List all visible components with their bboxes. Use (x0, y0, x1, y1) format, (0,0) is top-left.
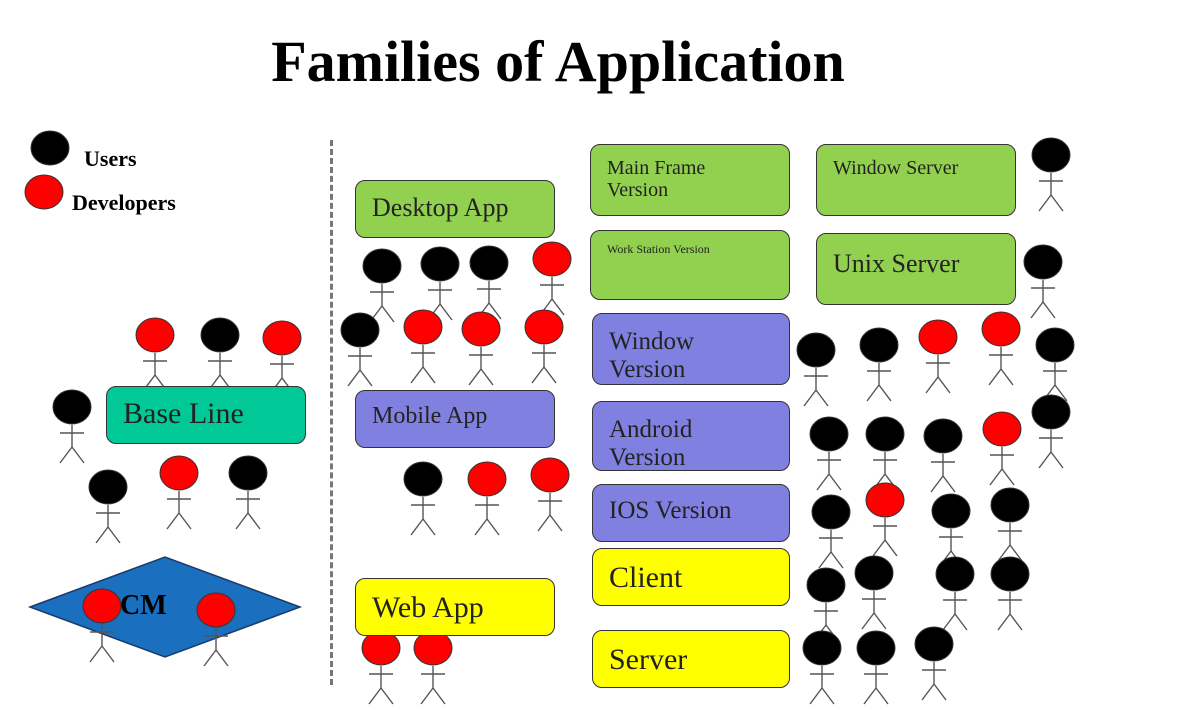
developer-figure-icon (82, 588, 122, 663)
user-figure-icon (931, 493, 971, 568)
android-version-label: Android Version (609, 416, 693, 471)
user-figure-icon (856, 630, 896, 705)
user-figure-icon (802, 630, 842, 705)
user-figure-icon (88, 469, 128, 544)
developer-figure-icon (532, 241, 572, 316)
developer-figure-icon (524, 309, 564, 384)
developer-figure-icon (467, 461, 507, 536)
server-box: Server (592, 630, 790, 688)
client-box: Client (592, 548, 790, 606)
window-version-label: Window Version (609, 328, 695, 383)
legend-developers-label: Developers (72, 190, 176, 215)
mobile-app-box: Mobile App (355, 390, 555, 448)
main-frame-version-label: Main Frame Version (607, 157, 706, 201)
user-figure-icon (914, 626, 954, 701)
baseline-label: Base Line (123, 397, 244, 430)
web-app-label: Web App (372, 591, 484, 624)
developer-figure-icon (403, 309, 443, 384)
user-figure-icon (420, 246, 460, 321)
user-figure-icon (403, 461, 443, 536)
user-figure-icon (865, 416, 905, 491)
legend-developer-icon (24, 174, 64, 210)
client-label: Client (609, 561, 683, 594)
user-figure-icon (362, 248, 402, 323)
developer-figure-icon (159, 455, 199, 530)
user-figure-icon (796, 332, 836, 407)
user-figure-icon (990, 487, 1030, 562)
baseline-box: Base Line (106, 386, 306, 444)
work-station-version-box: Work Station Version (590, 230, 790, 300)
developer-figure-icon (413, 630, 453, 705)
developer-figure-icon (135, 317, 175, 392)
window-server-box: Window Server (816, 144, 1016, 216)
user-figure-icon (1031, 394, 1071, 469)
user-figure-icon (469, 245, 509, 320)
user-figure-icon (806, 567, 846, 642)
user-figure-icon (1031, 137, 1071, 212)
user-figure-icon (923, 418, 963, 493)
developer-figure-icon (262, 320, 302, 395)
developer-figure-icon (865, 482, 905, 557)
developer-figure-icon (918, 319, 958, 394)
web-app-box: Web App (355, 578, 555, 636)
user-figure-icon (859, 327, 899, 402)
developer-figure-icon (361, 630, 401, 705)
page-title: Families of Application (271, 29, 845, 94)
developer-figure-icon (196, 592, 236, 667)
desktop-app-box: Desktop App (355, 180, 555, 238)
developer-figure-icon (982, 411, 1022, 486)
server-label: Server (609, 643, 688, 676)
ios-version-label: IOS Version (609, 497, 732, 524)
user-figure-icon (990, 556, 1030, 631)
user-figure-icon (52, 389, 92, 464)
developer-figure-icon (461, 311, 501, 386)
developer-figure-icon (981, 311, 1021, 386)
unix-server-box: Unix Server (816, 233, 1016, 305)
window-server-label: Window Server (833, 157, 959, 179)
work-station-version-label: Work Station Version (607, 242, 710, 256)
developer-figure-icon (530, 457, 570, 532)
window-version-box: Window Version (592, 313, 790, 385)
user-figure-icon (340, 312, 380, 387)
user-figure-icon (809, 416, 849, 491)
user-figure-icon (1035, 327, 1075, 402)
user-figure-icon (854, 555, 894, 630)
legend-user-icon (30, 130, 70, 166)
user-figure-icon (811, 494, 851, 569)
user-figure-icon (200, 317, 240, 392)
mobile-app-label: Mobile App (372, 403, 488, 429)
legend-users-label: Users (84, 146, 137, 171)
unix-server-label: Unix Server (833, 249, 960, 278)
user-figure-icon (1023, 244, 1063, 319)
section-divider (330, 140, 333, 685)
android-version-box: Android Version (592, 401, 790, 471)
ios-version-box: IOS Version (592, 484, 790, 542)
main-frame-version-box: Main Frame Version (590, 144, 790, 216)
desktop-app-label: Desktop App (372, 193, 509, 222)
cm-label: CM (120, 590, 167, 621)
user-figure-icon (935, 556, 975, 631)
user-figure-icon (228, 455, 268, 530)
